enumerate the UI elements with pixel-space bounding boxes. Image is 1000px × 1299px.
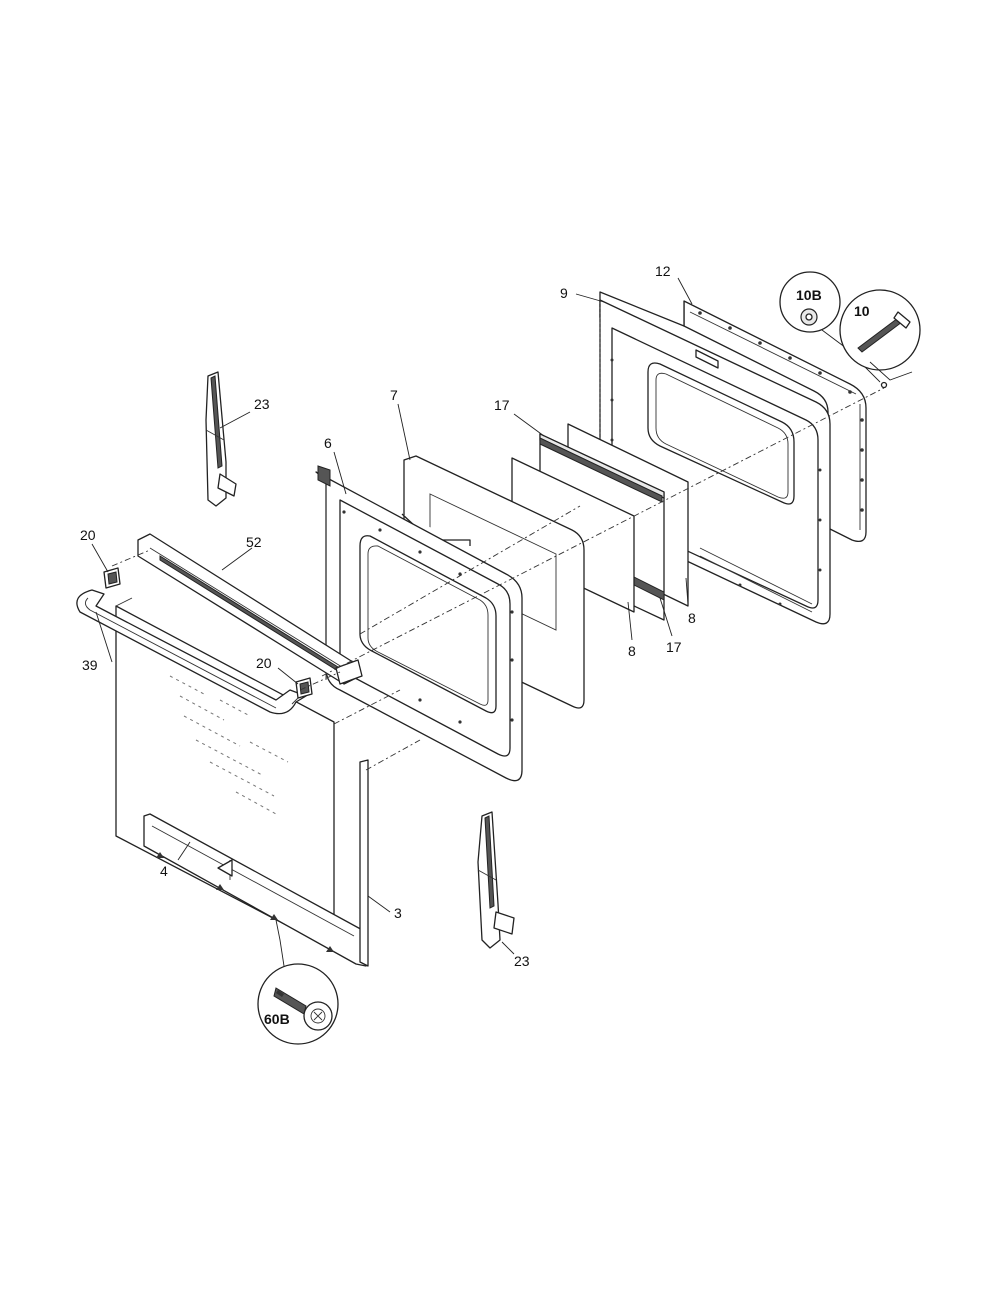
callout-52: 52 xyxy=(246,534,262,550)
callout-23-bottom: 23 xyxy=(514,953,530,969)
callout-17-top: 17 xyxy=(494,397,510,413)
part-10-screw-detail xyxy=(839,289,921,389)
callout-10b: 10B xyxy=(796,287,822,303)
callout-39: 39 xyxy=(82,657,98,673)
callout-7: 7 xyxy=(390,387,398,403)
callout-20-left: 20 xyxy=(80,527,96,543)
callout-10: 10 xyxy=(854,303,870,319)
callout-3: 3 xyxy=(394,905,402,921)
part-23-hinge-bottom xyxy=(477,811,515,949)
leader-lines xyxy=(91,277,693,955)
callout-23-top: 23 xyxy=(254,396,270,412)
callout-labels: 12 9 10B 10 23 7 17 6 20 52 39 20 8 8 17… xyxy=(80,263,870,1027)
callout-6: 6 xyxy=(324,435,332,451)
callout-4: 4 xyxy=(160,863,168,879)
part-4-outer-door-panel xyxy=(115,597,335,951)
callout-60b: 60B xyxy=(264,1011,290,1027)
part-3-bottom-trim xyxy=(143,759,369,967)
part-20-clip-left xyxy=(103,567,121,589)
callout-20-mid: 20 xyxy=(256,655,272,671)
callout-8-mid: 8 xyxy=(628,643,636,659)
callout-12: 12 xyxy=(655,263,671,279)
part-10b-washer-detail xyxy=(779,271,881,383)
callout-17-bottom: 17 xyxy=(666,639,682,655)
assembly-axis-lines xyxy=(111,387,885,771)
part-60b-screw-detail xyxy=(257,919,339,1045)
part-52-top-trim xyxy=(137,533,363,685)
part-23-hinge-top xyxy=(205,371,237,507)
callout-8-right: 8 xyxy=(688,610,696,626)
callout-9: 9 xyxy=(560,285,568,301)
